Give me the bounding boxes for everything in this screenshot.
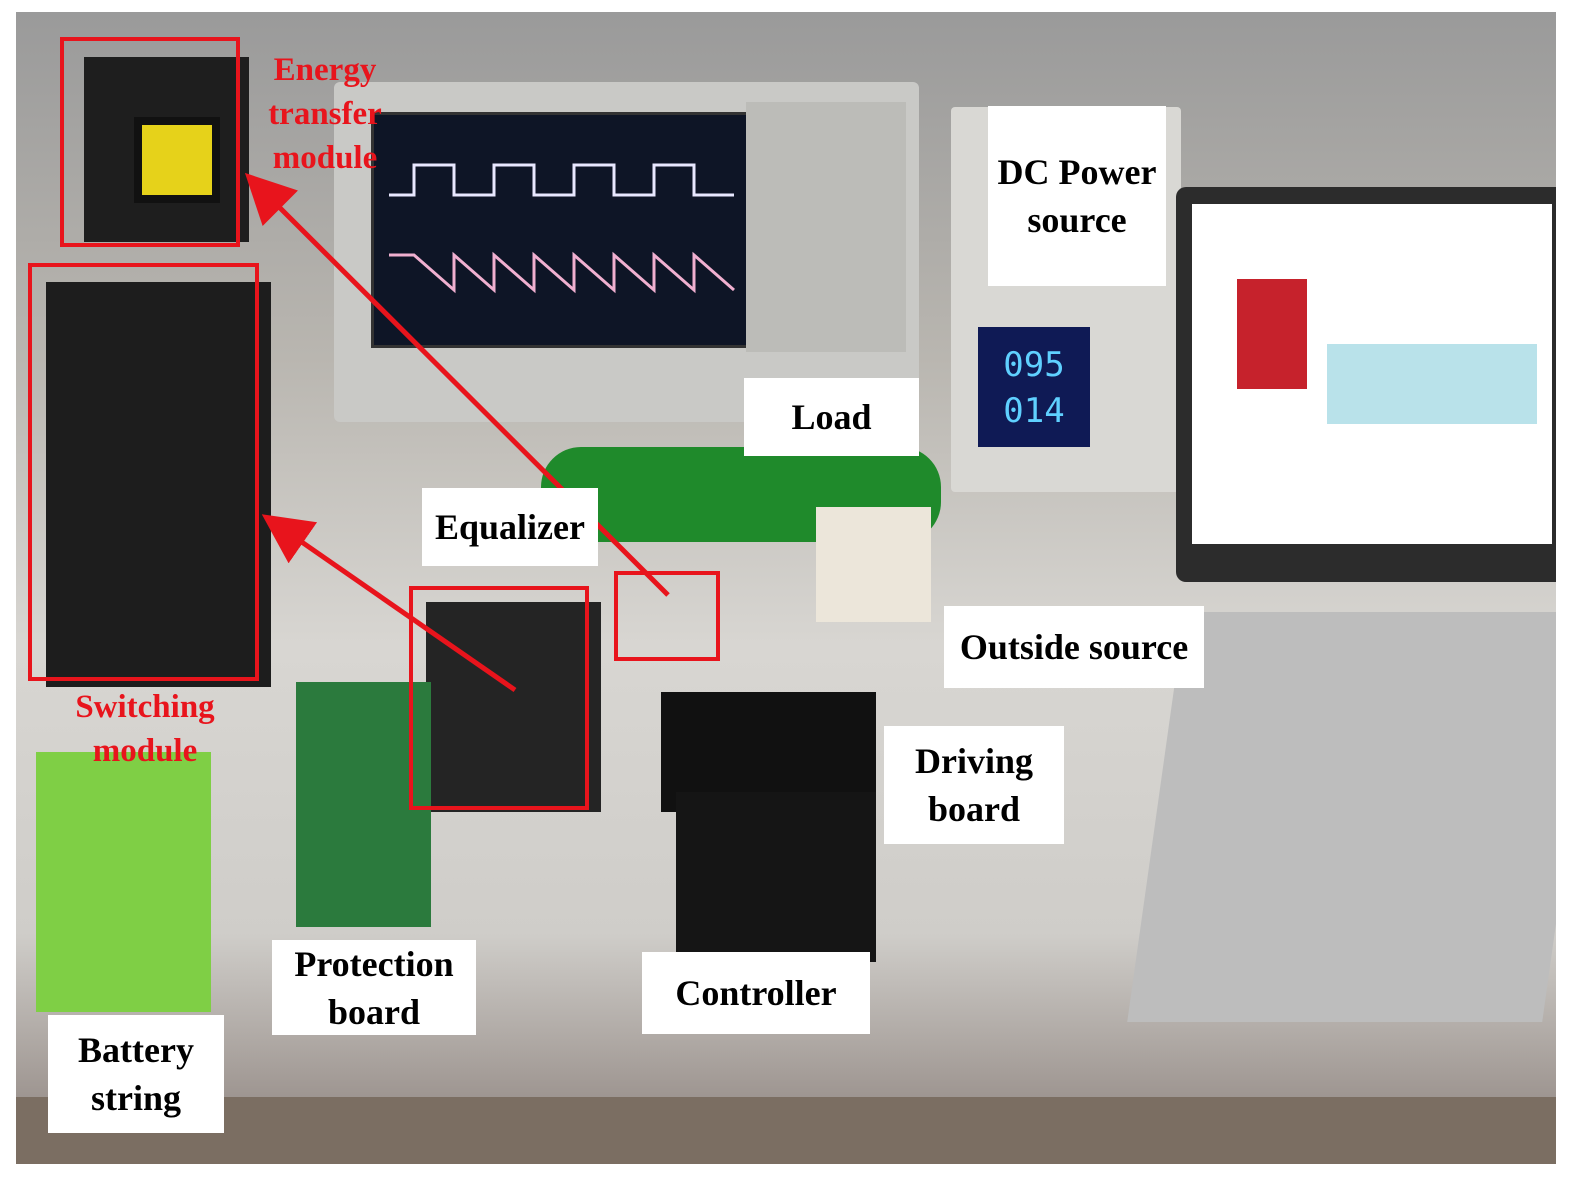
outside-source-text: Outside source — [959, 627, 1189, 667]
psu-display: 095 014 — [978, 327, 1090, 447]
circuit-breaker — [816, 507, 931, 622]
battery-string-label: Battery string — [48, 1015, 224, 1133]
controller-label: Controller — [642, 952, 870, 1034]
energy-transfer-line-3: module — [272, 140, 378, 176]
switching-line-1: Switching — [75, 689, 215, 725]
switching-module-highlight — [28, 263, 259, 681]
arrow-to-switching — [261, 514, 517, 693]
controller-text: Controller — [675, 973, 837, 1013]
controller-board — [676, 792, 876, 962]
app-bar-panel — [1327, 344, 1537, 424]
protection-board-label: Protection board — [272, 940, 476, 1035]
energy-transfer-label: Energy transfer module — [250, 48, 400, 180]
transformer-core — [134, 117, 220, 203]
floor — [16, 1097, 1556, 1164]
transfer-highlight-small — [614, 571, 720, 661]
equalizer-board — [426, 602, 601, 812]
energy-transfer-highlight — [60, 37, 240, 247]
switching-board — [46, 282, 271, 687]
dc-power-line-2: source — [1027, 200, 1127, 240]
app-red-panel — [1237, 279, 1307, 389]
dc-power-line-1: DC Power — [997, 152, 1157, 192]
oscilloscope-controls — [746, 102, 906, 352]
driving-board-line-1: Driving — [914, 741, 1033, 781]
battery-string-line-2: string — [91, 1078, 181, 1118]
equalizer-label: Equalizer — [422, 488, 598, 566]
switching-module-label: Switching module — [45, 685, 245, 773]
energy-transfer-line-2: transfer — [268, 96, 382, 132]
waveform-traces — [389, 163, 735, 294]
laptop-application-window — [1192, 204, 1552, 544]
protection-board-line-2: board — [327, 991, 421, 1032]
psu-voltage: 095 — [1003, 345, 1065, 385]
arrow-to-energy-transfer — [244, 172, 670, 597]
load-text: Load — [791, 397, 872, 437]
driving-board-line-2: board — [927, 789, 1021, 829]
equalizer-text: Equalizer — [435, 507, 585, 547]
battery-string-line-1: Battery — [78, 1030, 194, 1070]
protection-board-hw — [296, 682, 431, 927]
load-label: Load — [744, 378, 919, 456]
outside-source-label: Outside source — [944, 606, 1204, 688]
energy-transfer-line-1: Energy — [273, 52, 377, 88]
driving-board-label: Driving board — [884, 726, 1064, 844]
switching-line-2: module — [92, 733, 198, 769]
battery-cells — [36, 752, 211, 1012]
equalizer-highlight — [409, 586, 589, 810]
protection-board-line-1: Protection — [294, 943, 454, 984]
psu-current: 014 — [1003, 391, 1065, 431]
dc-power-source-label: DC Power source — [988, 106, 1166, 286]
